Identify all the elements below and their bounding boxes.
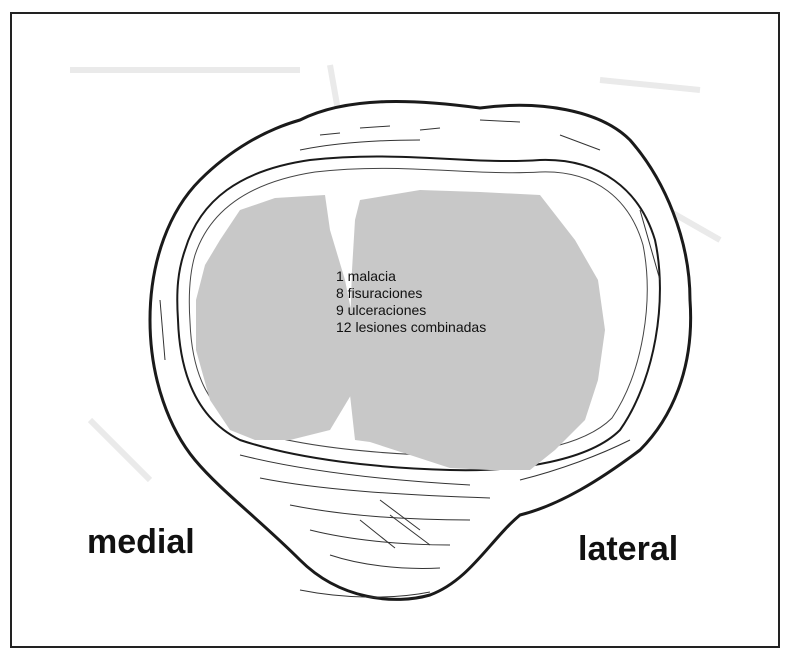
legend-line-lesiones-combinadas: 12 lesiones combinadas [336,319,486,336]
lateral-label: lateral [578,530,678,569]
legend-line-ulceraciones: 9 ulceraciones [336,302,486,319]
legend-line-fisuraciones: 8 fisuraciones [336,285,486,302]
legend-line-malacia: 1 malacia [336,268,486,285]
lesion-legend: 1 malacia 8 fisuraciones 9 ulceraciones … [336,268,486,336]
medial-label: medial [87,523,195,562]
